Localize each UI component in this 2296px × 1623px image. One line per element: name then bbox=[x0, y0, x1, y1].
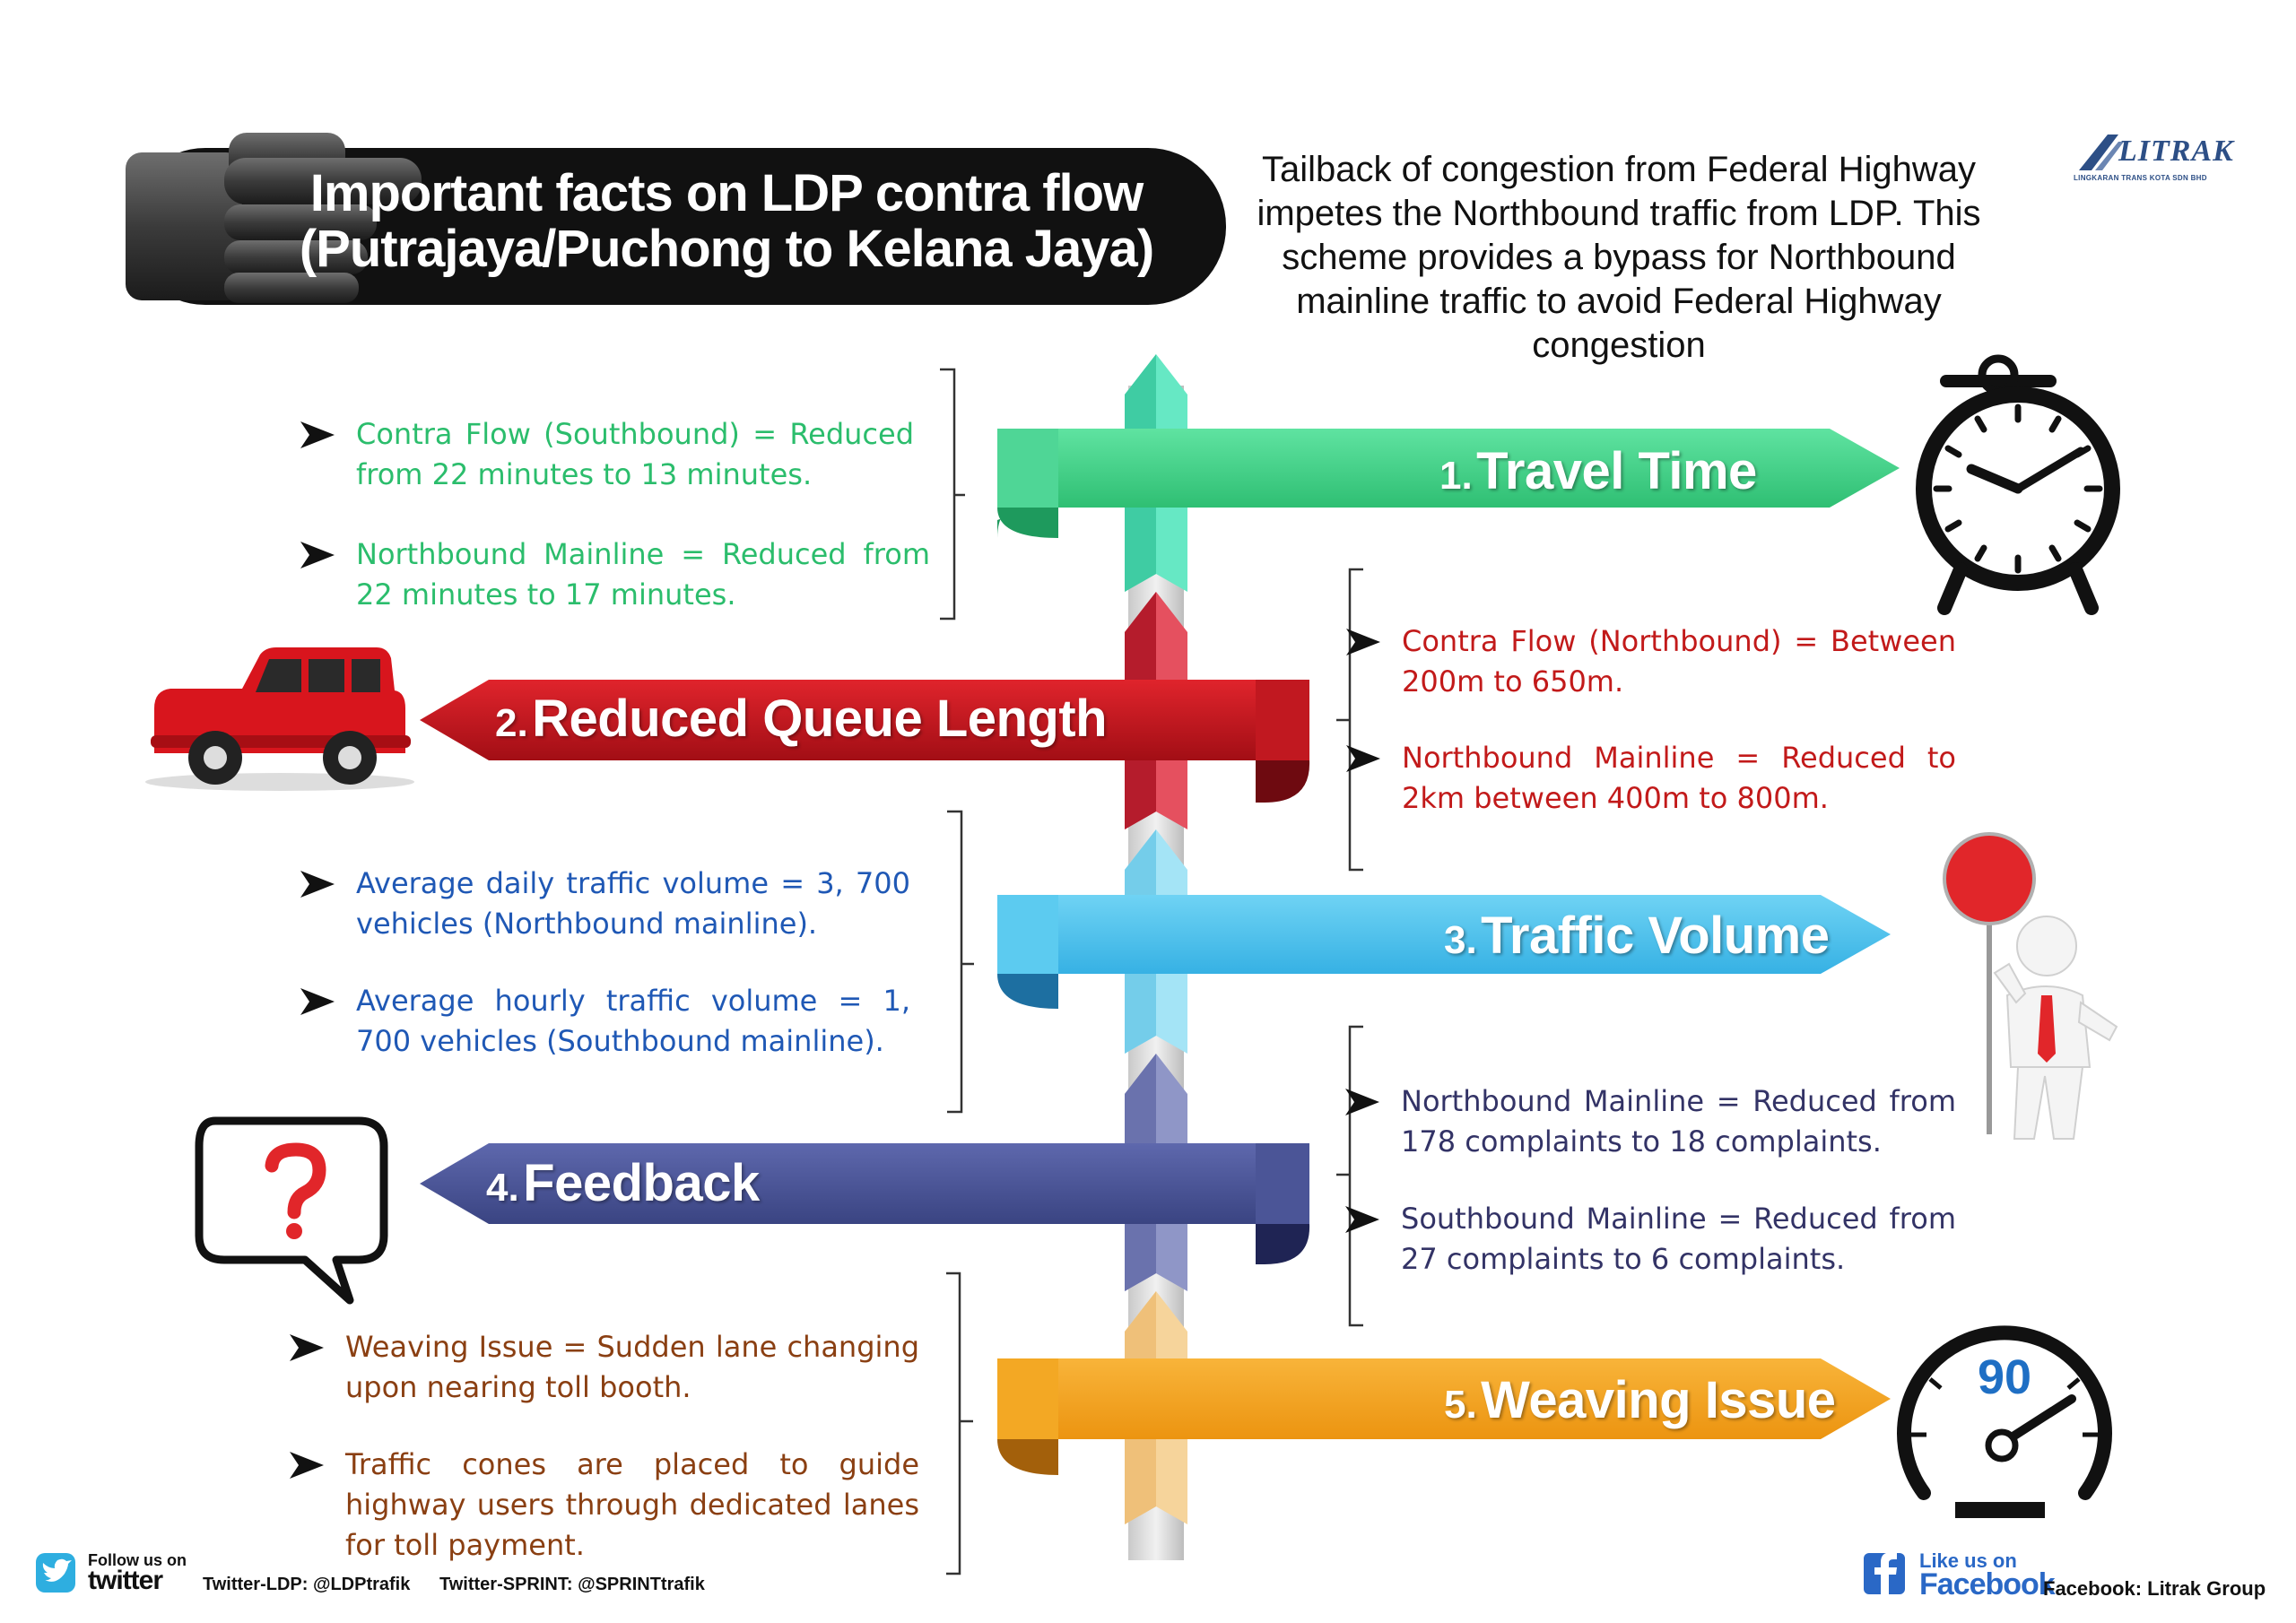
section-3-title: 3. Traffic Volume bbox=[1444, 906, 1830, 966]
section-4-bullet-2: Southbound Mainline = Reduced from 27 co… bbox=[1401, 1202, 1956, 1276]
title-line-1: Important facts on LDP contra flow bbox=[309, 164, 1144, 222]
car-icon bbox=[145, 647, 414, 791]
section-2-bullet-1: Contra Flow (Northbound) = Between 200m … bbox=[1402, 624, 1956, 699]
section-4-bullet-1: Northbound Mainline = Reduced from 178 c… bbox=[1401, 1084, 1956, 1159]
section-4-title: 4. Feedback bbox=[486, 1153, 760, 1213]
banner-feedback bbox=[420, 1143, 1310, 1264]
bracket-section-2 bbox=[1336, 568, 1363, 872]
section-2-label: Reduced Queue Length bbox=[532, 690, 1108, 748]
section-5-bullet-1: Weaving Issue = Sudden lane changing upo… bbox=[345, 1330, 919, 1404]
section-5-title: 5. Weaving Issue bbox=[1444, 1370, 1836, 1430]
pointing-hand-icon bbox=[126, 133, 422, 303]
bullet-arrow-icon bbox=[300, 871, 335, 898]
section-3-label: Traffic Volume bbox=[1481, 907, 1830, 965]
section-5-number: 5. bbox=[1444, 1383, 1477, 1427]
bullet-arrow-icon bbox=[300, 988, 335, 1015]
intro-paragraph: Tailback of congestion from Federal High… bbox=[1257, 150, 1981, 365]
banner-travel-time bbox=[997, 429, 1900, 538]
facebook-like-label: Like us on bbox=[1919, 1549, 2017, 1572]
twitter-ldp-handle[interactable]: Twitter-LDP: @LDPtrafik bbox=[203, 1575, 411, 1594]
section-5-bullet-2: Traffic cones are placed to guide highwa… bbox=[345, 1447, 919, 1562]
bullet-arrow-icon bbox=[1346, 629, 1380, 655]
facebook-brand[interactable]: Facebook bbox=[1919, 1567, 2056, 1601]
bullet-arrow-icon bbox=[290, 1452, 324, 1479]
section-1-bullet-1: Contra Flow (Southbound) = Reduced from … bbox=[356, 417, 914, 491]
litrak-logo: LITRAK bbox=[2118, 135, 2234, 168]
bullet-arrow-icon bbox=[300, 542, 335, 568]
section-2-bullet-2: Northbound Mainline = Reduced to 2km bet… bbox=[1402, 741, 1956, 815]
bracket-section-4 bbox=[1336, 1025, 1363, 1327]
twitter-sprint-handle[interactable]: Twitter-SPRINT: @SPRINTtrafik bbox=[439, 1575, 705, 1594]
bullet-arrow-icon bbox=[300, 421, 335, 448]
section-3-bullet-2: Average hourly traffic volume = 1, 700 v… bbox=[356, 984, 910, 1058]
bullet-arrow-icon bbox=[1345, 1089, 1379, 1115]
banner-reduced-queue bbox=[420, 680, 1310, 803]
section-4-number: 4. bbox=[486, 1166, 519, 1210]
banner-traffic-volume bbox=[997, 895, 1891, 1009]
section-3-bullet-1: Average daily traffic volume = 3, 700 ve… bbox=[356, 866, 910, 941]
bracket-section-1 bbox=[940, 368, 965, 621]
bracket-section-3 bbox=[947, 810, 974, 1114]
twitter-follow-label: Follow us on bbox=[88, 1551, 187, 1569]
bracket-section-5 bbox=[946, 1271, 973, 1575]
bullet-arrows bbox=[290, 421, 1380, 1479]
twitter-brand[interactable]: twitter bbox=[88, 1566, 163, 1595]
section-1-label: Travel Time bbox=[1476, 442, 1757, 500]
section-5-label: Weaving Issue bbox=[1481, 1371, 1836, 1429]
bullet-arrow-icon bbox=[1346, 745, 1380, 772]
section-2-number: 2. bbox=[495, 701, 528, 745]
banner-weaving-issue bbox=[997, 1358, 1891, 1475]
section-3-number: 3. bbox=[1444, 918, 1477, 962]
clock-icon bbox=[1916, 354, 2120, 615]
question-bubble-icon bbox=[195, 1116, 388, 1305]
section-1-number: 1. bbox=[1439, 454, 1473, 498]
section-4-label: Feedback bbox=[523, 1154, 760, 1212]
litrak-logo-subtitle: LINGKARAN TRANS KOTA SDN BHD bbox=[2074, 174, 2207, 182]
twitter-bird-icon bbox=[36, 1553, 75, 1593]
title-line-2: (Putrajaya/Puchong to Kelana Jaya) bbox=[299, 220, 1154, 278]
stop-sign-person-icon bbox=[1943, 832, 2118, 1140]
section-1-bullet-2: Northbound Mainline = Reduced from 22 mi… bbox=[356, 537, 930, 612]
page-title: Important facts on LDP contra flow (Putr… bbox=[233, 166, 1220, 277]
title-banner bbox=[126, 133, 1226, 305]
facebook-page-name[interactable]: Facebook: Litrak Group bbox=[2043, 1577, 2266, 1600]
section-1-title: 1. Travel Time bbox=[1439, 441, 1757, 501]
litrak-logo-mark bbox=[2079, 135, 2124, 170]
facebook-icon bbox=[1864, 1552, 1905, 1594]
bullet-arrow-icon bbox=[1345, 1206, 1379, 1233]
section-2-title: 2. Reduced Queue Length bbox=[495, 689, 1108, 749]
bullet-arrow-icon bbox=[290, 1334, 324, 1361]
speedometer-value: 90 bbox=[1977, 1350, 2032, 1404]
speedometer-icon bbox=[1897, 1325, 2112, 1518]
